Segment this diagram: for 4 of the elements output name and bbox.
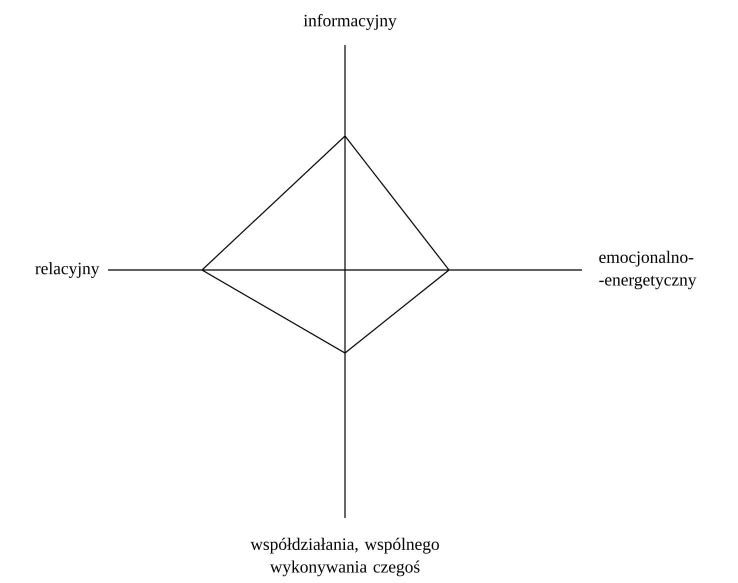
axis-label: współdziałania, wspólnego wykonywania czegoś	[250, 538, 439, 576]
axis-label: informacyjny	[304, 14, 397, 30]
axis-label: relacyjny	[35, 262, 100, 278]
axis-label: emocjonalno- -energetyczny	[599, 250, 696, 290]
